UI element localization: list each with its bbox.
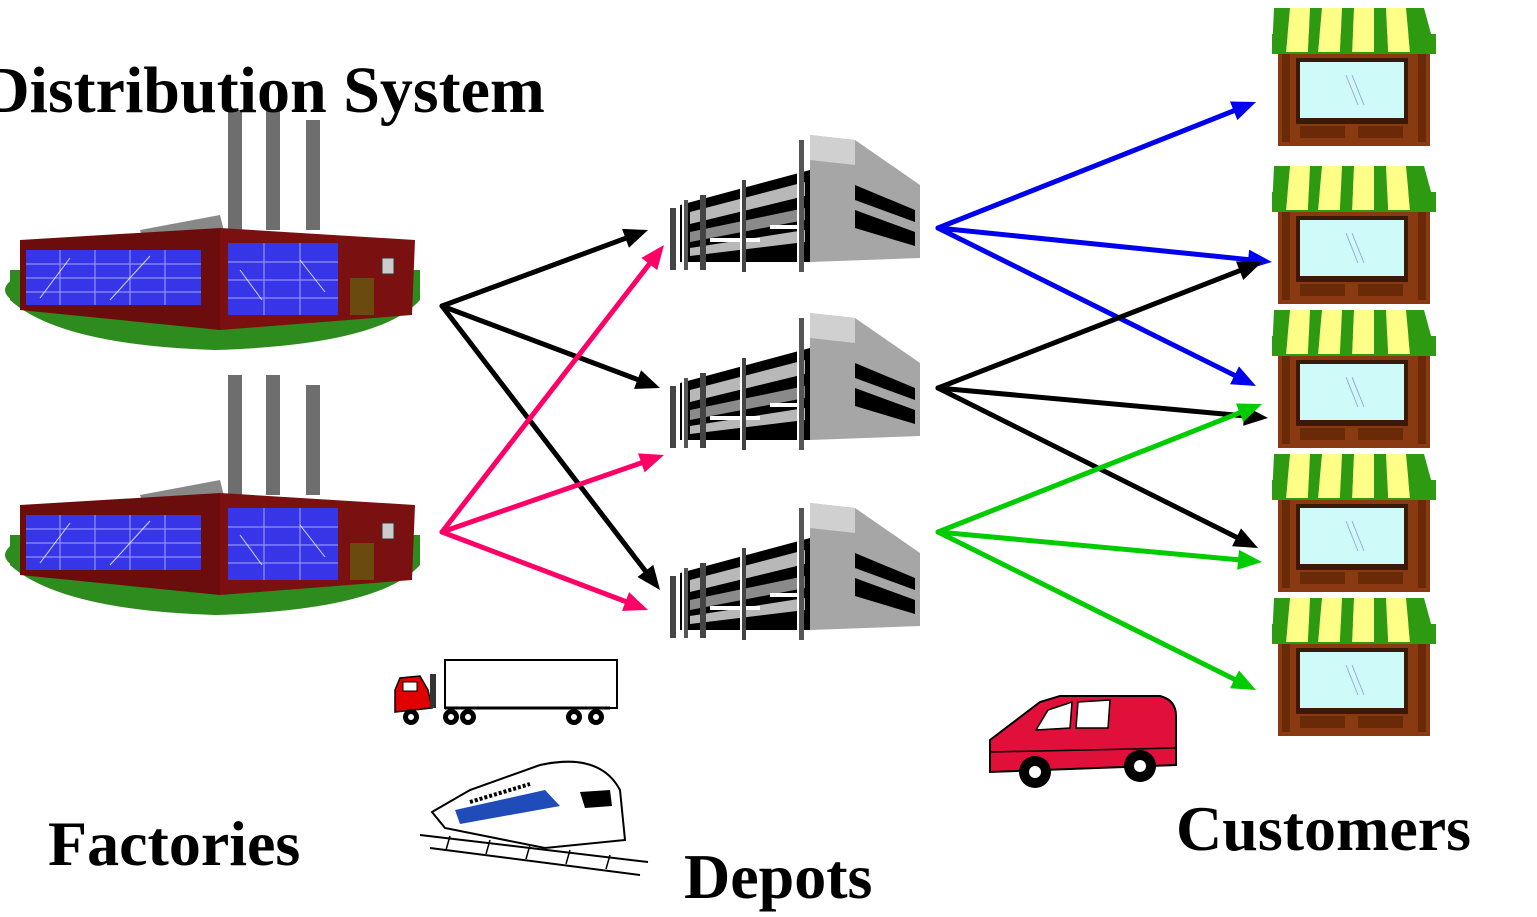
arrowhead-depot-2-to-customer-2	[1236, 261, 1262, 281]
arrowhead-depot-3-to-customer-3	[1236, 403, 1262, 423]
flow-arrow-depot-2-to-customer-3	[935, 385, 1247, 419]
warehouse-icon	[670, 135, 920, 272]
arrowhead-factory-1-to-depot-1	[622, 228, 648, 248]
arrowhead-depot-1-to-customer-3	[1230, 366, 1256, 386]
arrowhead-depot-3-to-customer-5	[1230, 670, 1256, 690]
arrowhead-factory-2-to-depot-1	[641, 245, 664, 271]
warehouse-icon	[670, 313, 920, 450]
depots-label: Depots	[684, 841, 873, 912]
train-icon	[419, 760, 649, 876]
flow-arrow-depot-1-to-customer-3	[935, 225, 1238, 378]
shop-icon	[1271, 309, 1437, 449]
flow-arrow-depot-2-to-customer-2	[935, 268, 1243, 391]
shop-icon	[1271, 7, 1437, 147]
flow-arrow-factory-1-to-depot-3	[439, 303, 648, 574]
arrowhead-factory-1-to-depot-2	[634, 370, 660, 389]
arrowhead-depot-1-to-customer-1	[1230, 101, 1256, 121]
factories-label: Factories	[48, 808, 301, 879]
shop-icon	[1271, 453, 1437, 593]
flow-arrow-depot-1-to-customer-1	[935, 108, 1237, 231]
flow-arrows	[439, 101, 1272, 690]
flow-arrow-factory-1-to-depot-1	[439, 235, 628, 309]
van-icon	[989, 695, 1177, 788]
shop-icon	[1271, 165, 1437, 305]
flow-arrow-depot-2-to-customer-4	[935, 385, 1240, 540]
flow-arrow-depot-3-to-customer-5	[935, 529, 1238, 682]
factory-icon	[4, 374, 421, 616]
flow-arrow-factory-1-to-depot-2	[439, 303, 641, 383]
arrowhead-factory-1-to-depot-3	[637, 564, 660, 590]
arrowhead-factory-2-to-depot-3	[622, 592, 648, 611]
truck-icon	[394, 659, 618, 725]
customers-label: Customers	[1176, 793, 1472, 864]
flow-arrow-factory-2-to-depot-3	[439, 529, 629, 605]
shop-icon	[1271, 597, 1437, 737]
factory-icon	[4, 109, 421, 351]
flow-arrow-depot-1-to-customer-2	[935, 225, 1251, 263]
diagram-title: Distribution System	[0, 54, 545, 127]
arrowhead-depot-2-to-customer-4	[1232, 528, 1258, 548]
flow-arrow-factory-2-to-depot-1	[439, 261, 652, 535]
arrowhead-factory-2-to-depot-2	[638, 453, 664, 473]
arrowhead-depot-3-to-customer-4	[1237, 549, 1262, 570]
warehouse-icon	[670, 503, 920, 640]
flow-arrow-depot-3-to-customer-4	[935, 529, 1241, 563]
flow-arrow-factory-2-to-depot-2	[439, 460, 644, 535]
flow-arrow-depot-3-to-customer-3	[935, 410, 1243, 535]
